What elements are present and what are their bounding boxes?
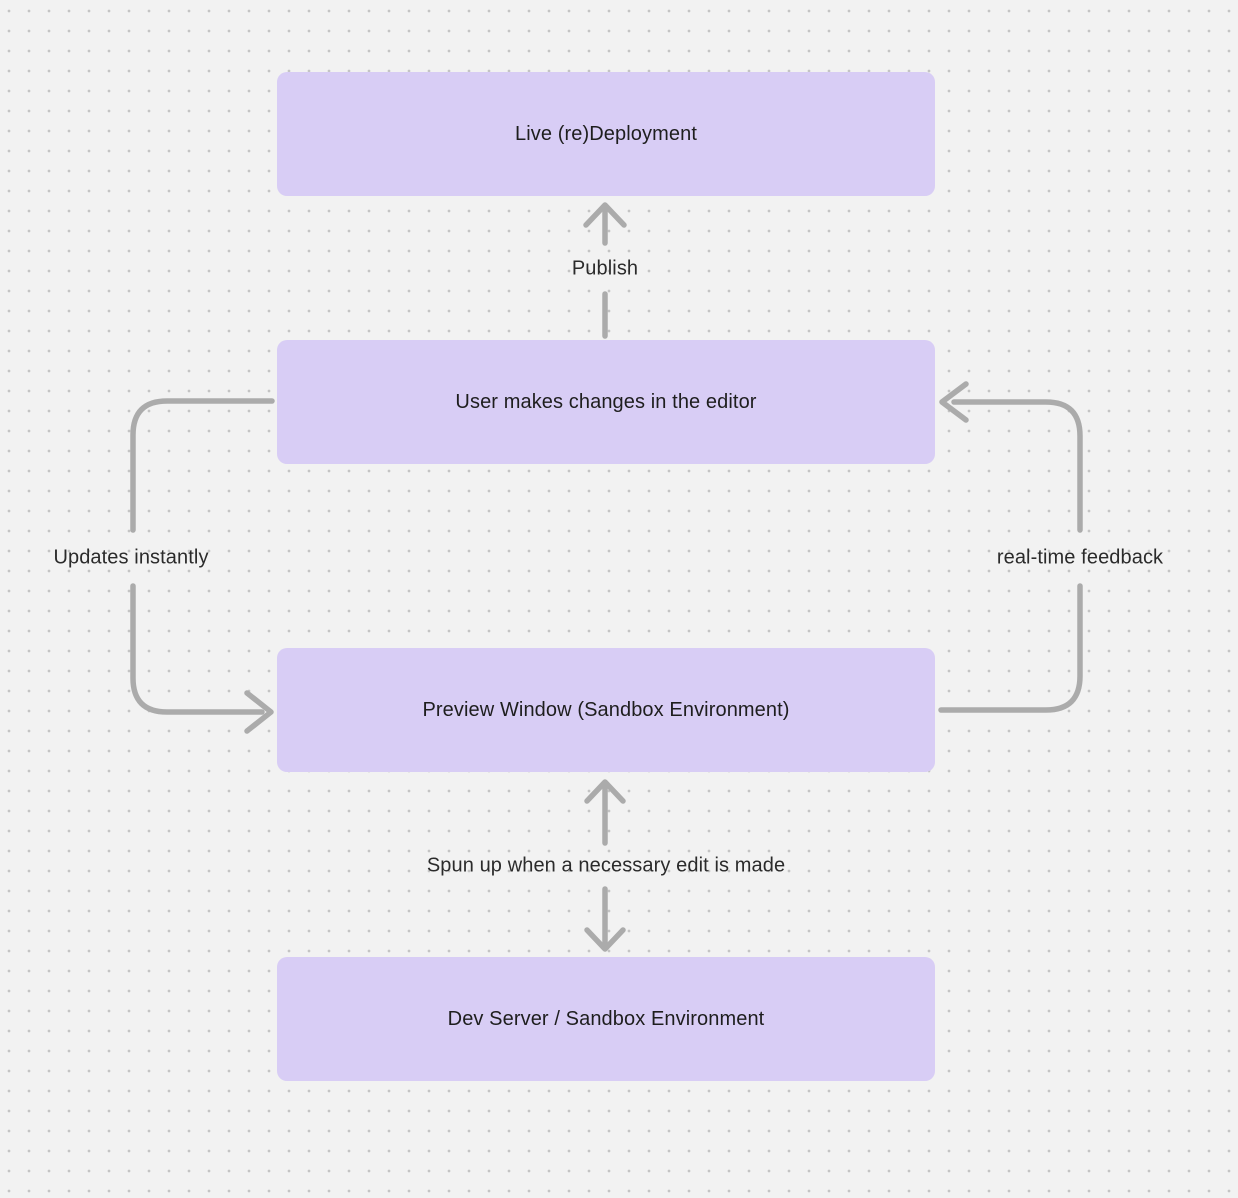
edge-feedback-arrowhead	[939, 381, 969, 423]
node-live-redeployment-label: Live (re)Deployment	[515, 122, 697, 145]
edge-label-real-time-feedback: real-time feedback	[996, 546, 1164, 569]
edge-label-spun-up: Spun up when a necessary edit is made	[426, 854, 786, 877]
edge-updates-top-segment	[130, 398, 275, 533]
node-user-editor[interactable]: User makes changes in the editor	[277, 340, 935, 464]
edge-publish-arrowhead	[583, 202, 627, 228]
edge-label-publish: Publish	[571, 257, 639, 280]
node-dev-server-label: Dev Server / Sandbox Environment	[447, 1007, 765, 1030]
edge-feedback-top-segment	[951, 399, 1083, 533]
node-preview-window-label: Preview Window (Sandbox Environment)	[422, 698, 790, 721]
edge-feedback-bottom-segment	[938, 583, 1083, 713]
edge-label-updates-instantly: Updates instantly	[53, 546, 209, 569]
edge-spunup-up-arrowhead	[584, 779, 626, 804]
edge-updates-arrowhead	[244, 690, 274, 734]
node-dev-server[interactable]: Dev Server / Sandbox Environment	[277, 957, 935, 1081]
node-preview-window[interactable]: Preview Window (Sandbox Environment)	[277, 648, 935, 772]
edge-updates-bottom-segment	[130, 583, 265, 715]
edge-spunup-down-arrowhead	[584, 927, 626, 952]
node-user-editor-label: User makes changes in the editor	[455, 390, 757, 413]
node-live-redeployment[interactable]: Live (re)Deployment	[277, 72, 935, 196]
